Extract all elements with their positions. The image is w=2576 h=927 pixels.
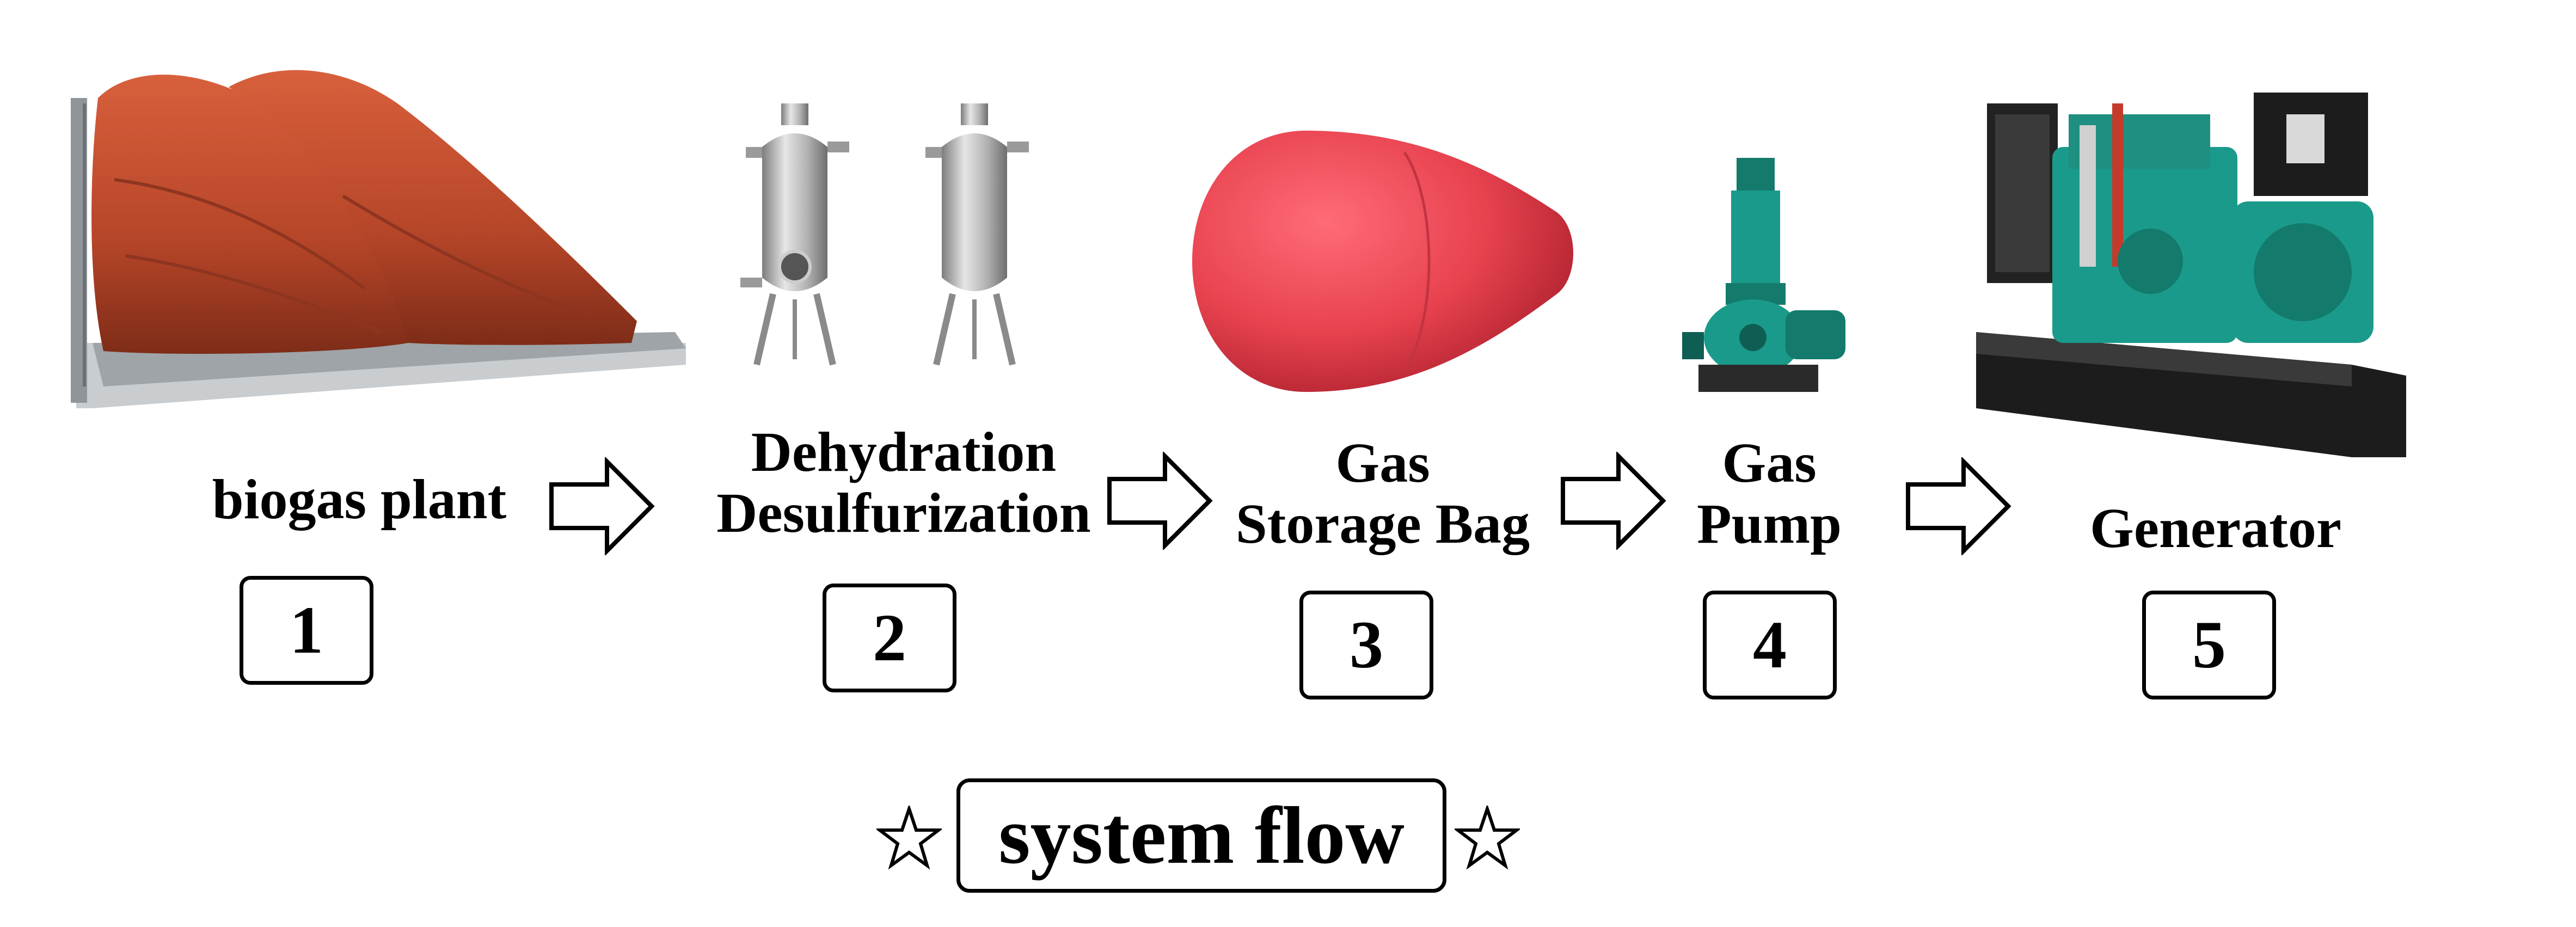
step-3-label: Gas Storage Bag [1187,433,1579,555]
flow-arrow-4-icon [1906,457,2011,555]
system-flow-title: system flow [956,778,1446,893]
step-4-label-line-2: Pump [1697,493,1842,555]
step-4-label-line-1: Gas [1722,432,1817,494]
flow-arrow-3-icon [1561,452,1666,550]
step-1-label: biogas plant [152,469,566,530]
step-2-label: Dehydration Desulfurization [653,422,1154,544]
step-3-label-line-2: Storage Bag [1235,493,1530,555]
flow-arrow-1-icon [549,457,655,555]
desulfurization-tanks-image [740,103,1029,366]
left-star-icon [876,806,942,870]
step-5-label: Generator [2041,498,2390,559]
biogas-plant-image [71,70,686,408]
step-2-number: 2 [823,584,956,692]
gas-pump-image [1682,158,1845,392]
gas-storage-bag-image [1192,131,1573,392]
step-1-number: 1 [240,576,373,685]
step-5-number: 5 [2142,591,2276,699]
step-3-label-line-1: Gas [1335,432,1430,494]
generator-image [1976,93,2406,457]
step-4-label: Gas Pump [1666,433,1873,555]
step-2-label-line-2: Desulfurization [716,482,1091,544]
flow-arrow-2-icon [1107,452,1213,550]
step-3-number: 3 [1299,591,1433,699]
step-1-label-line-1: biogas plant [212,468,507,531]
step-2-label-line-1: Dehydration [751,421,1057,483]
step-4-number: 4 [1703,591,1837,699]
right-star-icon [1455,806,1520,870]
step-5-label-line-1: Generator [2089,497,2341,560]
